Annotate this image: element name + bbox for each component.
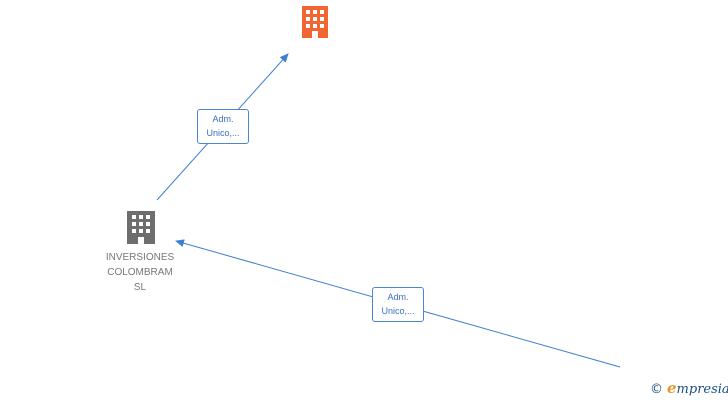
company-name-line-1: INVERSIONES bbox=[105, 252, 175, 263]
company-name-line-2: COLOMBRAM bbox=[107, 267, 173, 278]
copyright-symbol: © bbox=[650, 382, 663, 397]
company-name-label[interactable]: INVERSIONES COLOMBRAM SL bbox=[94, 250, 186, 295]
empresia-logo[interactable]: © empresia bbox=[650, 379, 728, 397]
brand-initial: e bbox=[667, 379, 677, 397]
relation-label-line-2: Unico,... bbox=[206, 128, 240, 138]
relation-label-line-1: Adm. bbox=[387, 292, 409, 302]
relation-label[interactable]: Adm. Unico,... bbox=[372, 287, 424, 322]
brand-name: mpresia bbox=[676, 382, 728, 397]
relation-label-line-2: Unico,... bbox=[381, 306, 415, 316]
building-icon[interactable] bbox=[127, 211, 155, 244]
relation-label[interactable]: Adm. Unico,... bbox=[197, 109, 249, 144]
company-name-line-3: SL bbox=[133, 282, 147, 293]
building-icon[interactable] bbox=[302, 6, 328, 38]
relation-label-line-1: Adm. bbox=[212, 114, 234, 124]
